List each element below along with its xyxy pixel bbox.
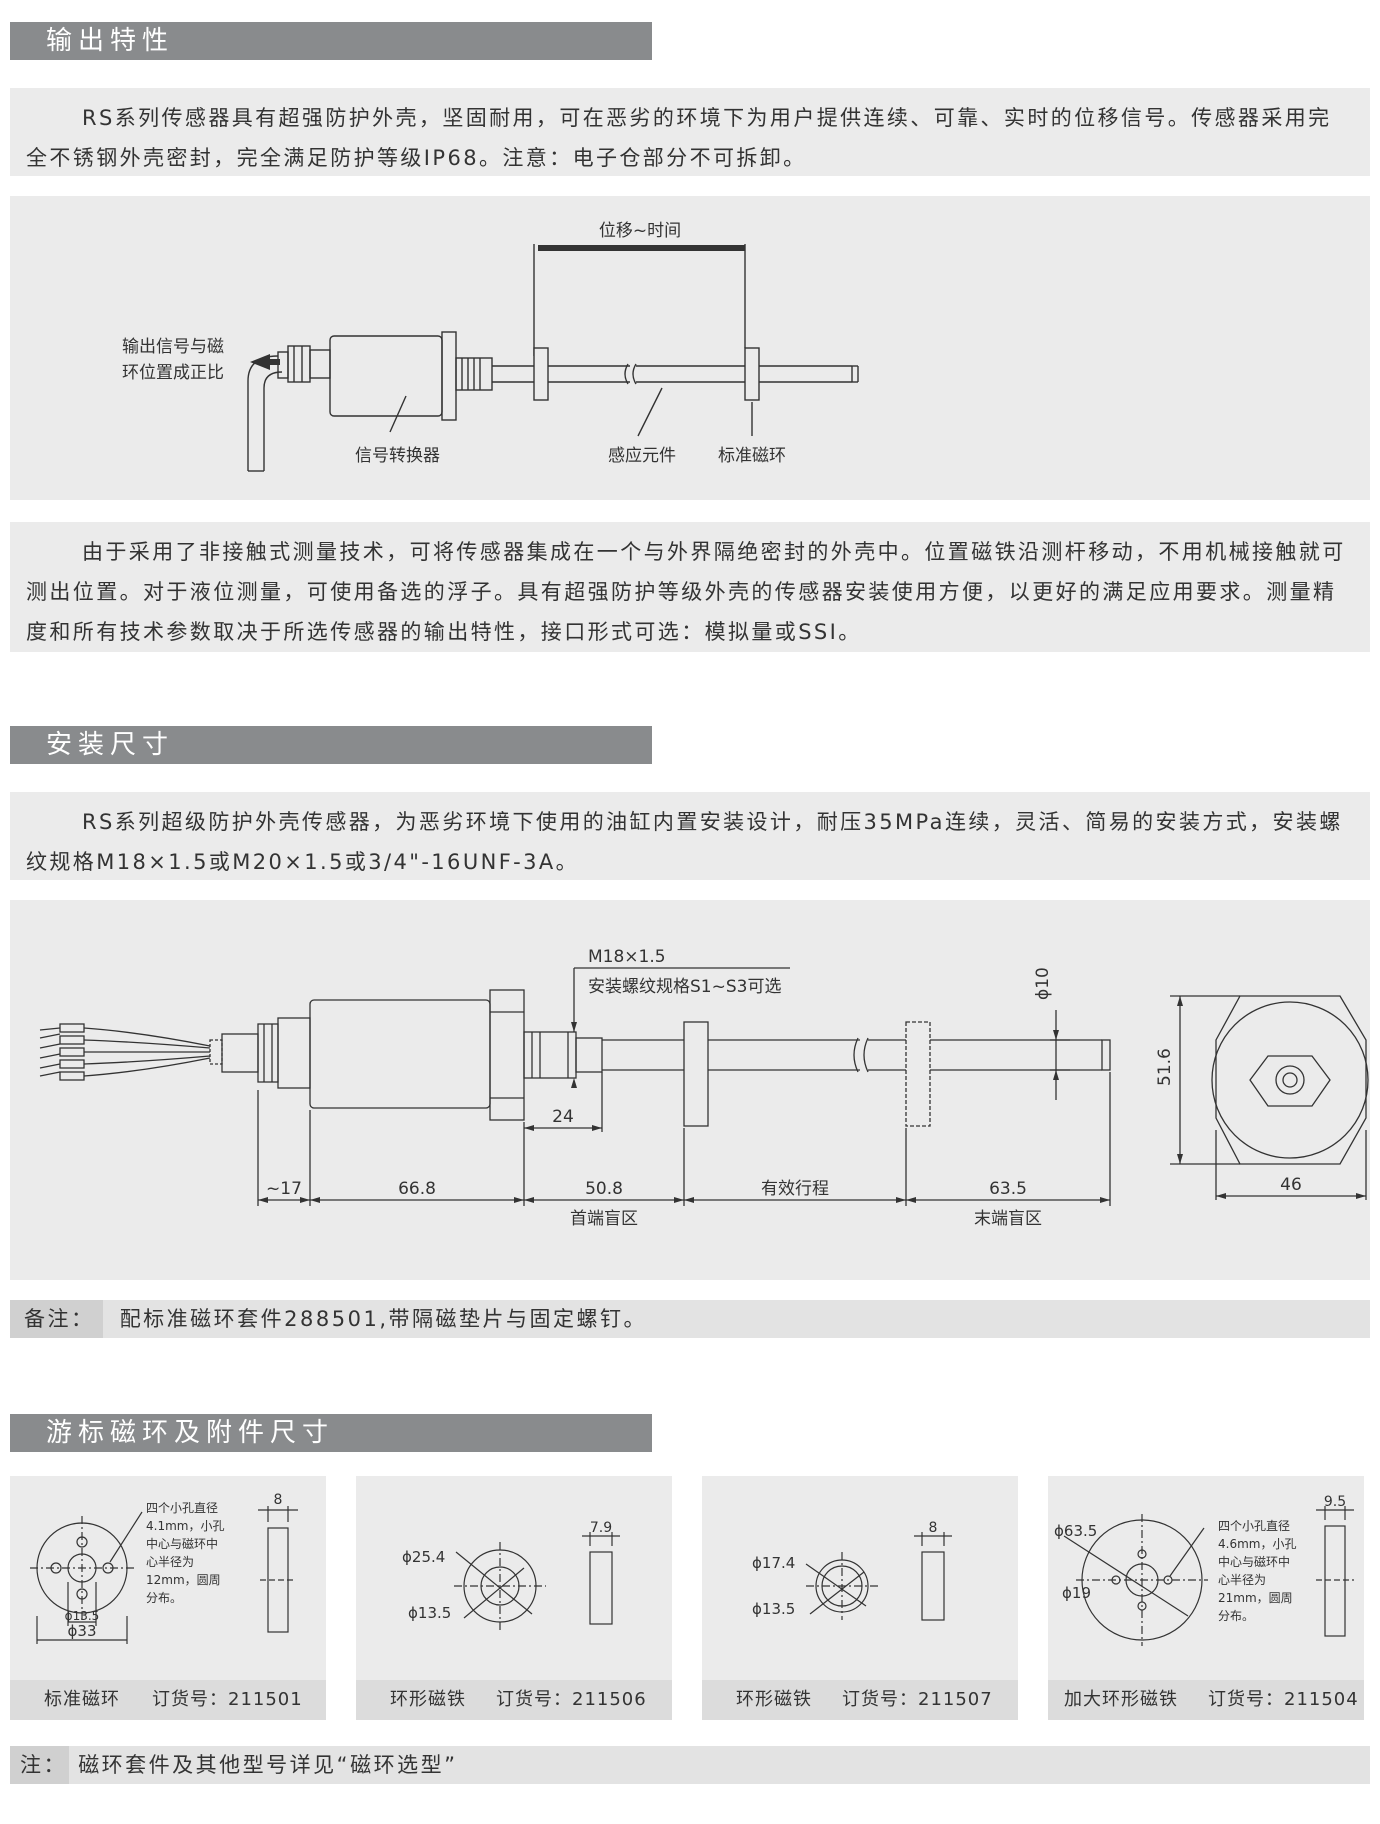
magnet-name: 环形磁铁 <box>736 1689 812 1710</box>
install-dimension-drawing: M18×1.5 安装螺纹规格S1~S3可选 ϕ10 24 ~17 66.8 50… <box>39 947 1369 1229</box>
paragraph-text: RS系列传感器具有超强防护外壳，坚固耐用，可在恶劣的环境下为用户提供连续、可靠、… <box>26 106 1332 170</box>
svg-text:分布。: 分布。 <box>146 1591 182 1605</box>
magnet-name: 加大环形磁铁 <box>1064 1689 1178 1710</box>
footer-note-bar: 注： 磁环套件及其他型号详见“磁环选型” <box>10 1746 1370 1784</box>
dim-d1: ϕ63.5 <box>1054 1522 1097 1540</box>
end-blind-label: 末端盲区 <box>974 1209 1042 1229</box>
note-text: 配标准磁环套件288501,带隔磁垫片与固定螺钉。 <box>119 1307 648 1331</box>
section-title: 安装尺寸 <box>46 730 175 760</box>
magnet-caption: 标准磁环 订货号：211501 <box>10 1680 326 1720</box>
dim-thickness: 8 <box>929 1520 938 1536</box>
magnet-order-number: 订货号：211506 <box>496 1689 647 1710</box>
front-blind-label: 首端盲区 <box>570 1209 638 1229</box>
svg-text:四个小孔直径: 四个小孔直径 <box>1218 1519 1290 1533</box>
dim-thickness: 7.9 <box>590 1520 612 1536</box>
sensor-principle-diagram: 位移~时间 输出信号与磁 环位置成正比 信号转换器 感应元件 标准磁环 <box>122 221 859 472</box>
svg-text:4.6mm，小孔: 4.6mm，小孔 <box>1218 1537 1296 1551</box>
stroke-label: 有效行程 <box>761 1179 829 1199</box>
hole-description: 四个小孔直径 4.6mm，小孔 中心与磁环中 心半径为 21mm，圆周 分布。 <box>1218 1519 1296 1623</box>
magnet-name: 环形磁铁 <box>390 1689 466 1710</box>
arrow-label: 位移~时间 <box>599 221 681 241</box>
dim-50-8: 50.8 <box>585 1179 623 1199</box>
svg-text:四个小孔直径: 四个小孔直径 <box>146 1501 218 1515</box>
thread-note: 安装螺纹规格S1~S3可选 <box>588 977 781 997</box>
note-text: 磁环套件及其他型号详见“磁环选型” <box>78 1753 458 1777</box>
svg-text:中心与磁环中: 中心与磁环中 <box>146 1536 218 1551</box>
svg-text:心半径为: 心半径为 <box>146 1555 194 1569</box>
magnet-label: 标准磁环 <box>718 446 786 466</box>
svg-text:4.1mm，小孔: 4.1mm，小孔 <box>146 1519 224 1533</box>
magnet-card-211507: ϕ17.4 ϕ13.5 8 环形磁铁 订货号：211507 <box>702 1476 1018 1720</box>
output-diagram-panel: 位移~时间 输出信号与磁 环位置成正比 信号转换器 感应元件 标准磁环 <box>10 196 1370 500</box>
note-label: 备注： <box>10 1300 103 1338</box>
section-title: 游标磁环及附件尺寸 <box>46 1418 335 1448</box>
dim-d1: ϕ25.4 <box>402 1548 445 1566</box>
dim-17: ~17 <box>266 1179 302 1199</box>
note-label: 注： <box>10 1746 69 1784</box>
svg-text:分布。: 分布。 <box>1218 1609 1254 1623</box>
magnet-caption: 加大环形磁铁 订货号：211504 <box>1048 1680 1364 1720</box>
section-title: 输出特性 <box>46 26 175 56</box>
dim-d2: ϕ33 <box>68 1622 97 1640</box>
phi10-label: ϕ10 <box>1033 967 1053 1000</box>
hole-description: 四个小孔直径 4.1mm，小孔 中心与磁环中 心半径为 12mm，圆周 分布。 <box>146 1501 224 1605</box>
dim-46: 46 <box>1280 1175 1302 1195</box>
dim-thickness: 8 <box>274 1492 283 1508</box>
converter-label: 信号转换器 <box>355 446 440 466</box>
dim-d1: ϕ17.4 <box>752 1554 795 1572</box>
magnet-order-number: 订货号：211501 <box>152 1689 303 1710</box>
section-header-output: 输出特性 <box>10 22 652 60</box>
dim-66-8: 66.8 <box>398 1179 436 1199</box>
output-intro-paragraph: RS系列传感器具有超强防护外壳，坚固耐用，可在恶劣的环境下为用户提供连续、可靠、… <box>10 88 1370 176</box>
section-header-install: 安装尺寸 <box>10 726 652 764</box>
thread-label: M18×1.5 <box>588 947 666 967</box>
install-note-bar: 备注： 配标准磁环套件288501,带隔磁垫片与固定螺钉。 <box>10 1300 1370 1338</box>
paragraph-text: RS系列超级防护外壳传感器，为恶劣环境下使用的油缸内置安装设计，耐压35MPa连… <box>26 810 1343 874</box>
paragraph-text: 由于采用了非接触式测量技术，可将传感器集成在一个与外界隔绝密封的外壳中。位置磁铁… <box>26 540 1346 644</box>
install-intro-paragraph: RS系列超级防护外壳传感器，为恶劣环境下使用的油缸内置安装设计，耐压35MPa连… <box>10 792 1370 880</box>
magnet-card-211506: ϕ25.4 ϕ13.5 7.9 环形磁铁 订货号：211506 <box>356 1476 672 1720</box>
dim-thickness: 9.5 <box>1324 1494 1346 1510</box>
magnet-order-number: 订货号：211507 <box>842 1689 993 1710</box>
svg-text:12mm，圆周: 12mm，圆周 <box>146 1573 221 1587</box>
element-label: 感应元件 <box>608 446 676 466</box>
install-drawing-panel: M18×1.5 安装螺纹规格S1~S3可选 ϕ10 24 ~17 66.8 50… <box>10 900 1370 1280</box>
magnet-card-211501: ϕ13.5 ϕ33 8 四个小孔直径 4.1mm，小孔 中心与磁环中 心半径为 … <box>10 1476 326 1720</box>
magnet-name: 标准磁环 <box>44 1689 120 1710</box>
dim-d2: ϕ19 <box>1062 1584 1091 1602</box>
dim-24: 24 <box>552 1107 574 1127</box>
left-label-line1: 输出信号与磁 <box>122 337 224 357</box>
output-detail-paragraph: 由于采用了非接触式测量技术，可将传感器集成在一个与外界隔绝密封的外壳中。位置磁铁… <box>10 522 1370 652</box>
section-header-magnet: 游标磁环及附件尺寸 <box>10 1414 652 1452</box>
dim-d1: ϕ13.5 <box>65 1609 100 1623</box>
magnet-card-211504: ϕ63.5 ϕ19 9.5 四个小孔直径 4.6mm，小孔 中心与磁环中 心半径… <box>1048 1476 1364 1720</box>
dim-63-5: 63.5 <box>989 1179 1027 1199</box>
dim-d2: ϕ13.5 <box>752 1600 795 1618</box>
magnet-caption: 环形磁铁 订货号：211507 <box>702 1680 1018 1720</box>
magnet-caption: 环形磁铁 订货号：211506 <box>356 1680 672 1720</box>
svg-text:中心与磁环中: 中心与磁环中 <box>1218 1554 1290 1569</box>
dim-d2: ϕ13.5 <box>408 1604 451 1622</box>
left-label-line2: 环位置成正比 <box>122 363 224 383</box>
svg-text:21mm，圆周: 21mm，圆周 <box>1218 1591 1293 1605</box>
svg-text:心半径为: 心半径为 <box>1218 1573 1266 1587</box>
dim-51-6: 51.6 <box>1155 1048 1175 1086</box>
magnet-order-number: 订货号：211504 <box>1208 1689 1359 1710</box>
